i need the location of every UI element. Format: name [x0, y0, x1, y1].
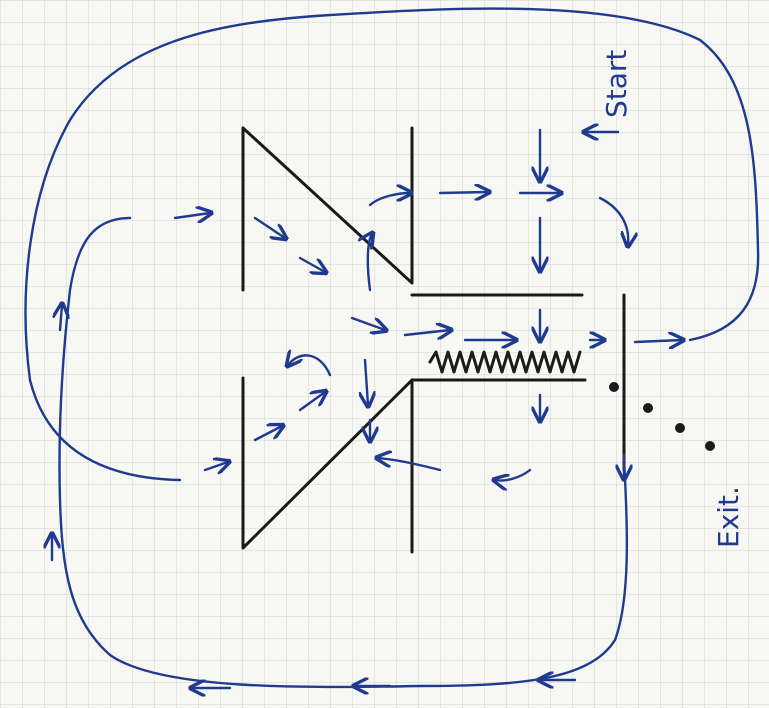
exit-dot [705, 441, 715, 451]
flow-arrow [298, 392, 325, 412]
flow-arrow [598, 196, 628, 245]
outer-return-loop [24, 7, 760, 482]
flow-arrow [298, 256, 325, 272]
inner-left-loop [58, 216, 629, 689]
flow-arrow [633, 340, 682, 342]
flow-arrow [378, 458, 442, 472]
flow-arrow [438, 192, 488, 193]
flow-arrow [203, 462, 228, 470]
flow-arrow [288, 355, 332, 377]
loop-arrow [60, 305, 62, 332]
flow-arrow [403, 330, 450, 335]
flow-arrow [253, 216, 285, 238]
flow-arrow [253, 426, 282, 442]
flow-arrow [495, 468, 532, 481]
funnel-lower [241, 376, 587, 554]
flow-arrow [365, 358, 368, 405]
exit-dot [643, 403, 653, 413]
zigzag-element [428, 350, 582, 374]
funnel-upper [241, 126, 584, 297]
flow-arrow [173, 213, 210, 218]
flow-arrow [368, 193, 410, 207]
exit-label: Exit. [712, 486, 745, 548]
start-label: Start [600, 49, 633, 118]
flow-arrow [350, 316, 385, 330]
exit-dot [675, 423, 685, 433]
flow-arrow [368, 234, 372, 292]
exit-dot [609, 382, 619, 392]
